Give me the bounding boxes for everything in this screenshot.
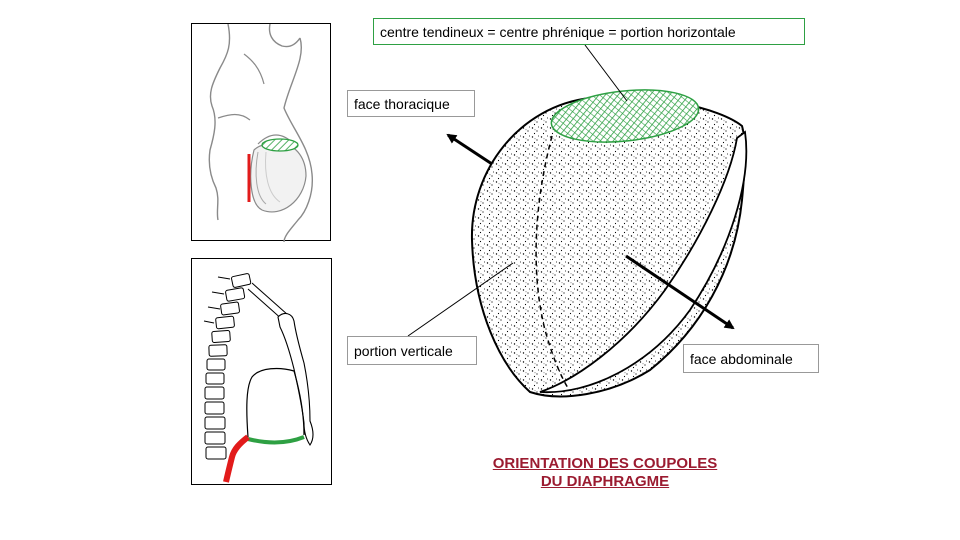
label-centre-tendineux: centre tendineux = centre phrénique = po… bbox=[373, 18, 805, 45]
horizontal-portion-green bbox=[247, 435, 305, 445]
arrow-thoracique bbox=[446, 133, 493, 166]
panel-spine-sagittal bbox=[191, 258, 332, 485]
title-line-1: ORIENTATION DES COUPOLES bbox=[492, 455, 718, 472]
label-verticale-text: portion verticale bbox=[354, 342, 453, 359]
label-thoracique-text: face thoracique bbox=[354, 95, 450, 112]
vertebrae bbox=[204, 273, 252, 460]
panel-body-silhouette bbox=[191, 23, 331, 242]
leader-verticale bbox=[407, 262, 514, 337]
leader-centre bbox=[584, 44, 628, 102]
arrow-abdominale bbox=[625, 254, 735, 330]
dome-meridian-dashed bbox=[535, 135, 569, 389]
vertical-portion-red-spine bbox=[223, 434, 250, 483]
label-abdominale-text: face abdominale bbox=[690, 350, 793, 367]
label-portion-verticale: portion verticale bbox=[347, 336, 477, 365]
figure-title: ORIENTATION DES COUPOLES DU DIAPHRAGME bbox=[440, 455, 770, 491]
label-centre-text: centre tendineux = centre phrénique = po… bbox=[380, 23, 736, 40]
label-face-thoracique: face thoracique bbox=[347, 90, 475, 117]
title-line-2: DU DIAPHRAGME bbox=[540, 473, 670, 490]
label-face-abdominale: face abdominale bbox=[683, 344, 819, 373]
tendinous-centre-small bbox=[261, 138, 299, 152]
